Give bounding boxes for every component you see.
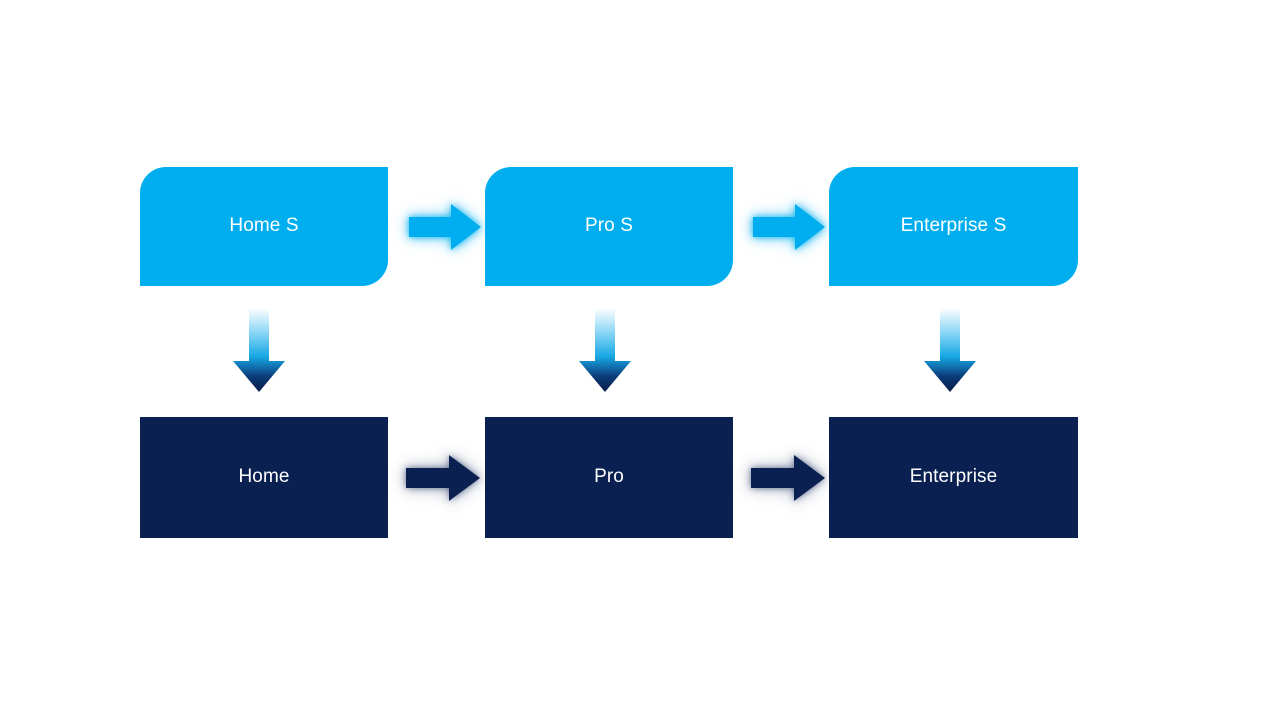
arrow-down-icon-pro-s-to-pro (577, 308, 633, 392)
arrow-right-icon-pro-to-enterprise (751, 453, 825, 503)
node-pro[interactable]: Pro (485, 417, 733, 538)
node-enterprise[interactable]: Enterprise (829, 417, 1078, 538)
node-label: Pro (594, 466, 624, 488)
node-label: Enterprise (909, 466, 998, 488)
arrow-down-icon-enterprise-s-to-enterprise (922, 308, 978, 392)
arrow-right-icon-home-to-pro (406, 453, 480, 503)
node-pro-s[interactable]: Pro S (485, 167, 733, 286)
arrow-down-icon-home-s-to-home (231, 308, 287, 392)
node-label: Home S (229, 215, 299, 237)
node-home[interactable]: Home (140, 417, 388, 538)
arrow-right-icon-home-s-to-pro-s (409, 202, 481, 252)
node-label: Pro S (584, 215, 634, 237)
node-label: Home (238, 466, 290, 488)
arrow-right-icon-pro-s-to-enterprise-s (753, 202, 825, 252)
node-enterprise-s[interactable]: Enterprise S (829, 167, 1078, 286)
node-home-s[interactable]: Home S (140, 167, 388, 286)
node-label: Enterprise S (900, 215, 1007, 237)
